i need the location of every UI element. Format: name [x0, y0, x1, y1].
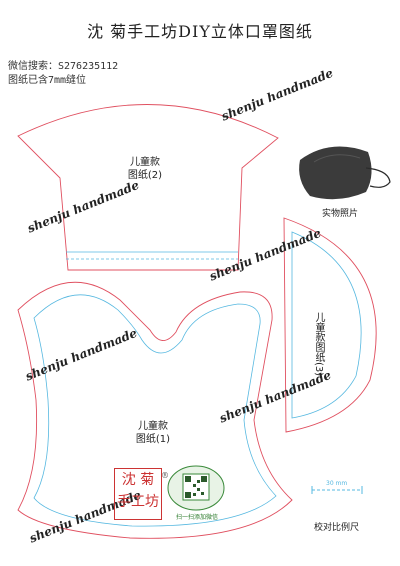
qr-caption: 扫一扫添加微信	[175, 514, 218, 521]
piece1-cut-line	[17, 281, 293, 539]
piece3-cut-line	[283, 217, 377, 433]
photo-caption: 实物照片	[322, 209, 359, 219]
contact-info: 微信搜索：S276235112 图纸已含7mm缝位	[8, 60, 118, 88]
wechat-line: 微信搜索：S276235112	[8, 61, 119, 72]
piece3-label-line1: 儿童款	[313, 312, 324, 342]
scale-value-label: 30 mm	[326, 480, 348, 487]
piece3-label-line2: 图纸(3)	[313, 342, 324, 377]
logo-line2: 手工坊	[117, 494, 159, 510]
wechat-qr-code	[167, 465, 225, 511]
piece2-cut-line	[17, 104, 279, 271]
scale-bar	[311, 486, 363, 494]
piece1-label-line1: 儿童款	[138, 421, 168, 432]
piece1-sew-line	[33, 294, 277, 527]
piece1-label-line2: 图纸(1)	[135, 434, 171, 445]
page-title: 沈 菊手工坊DIY立体口罩图纸	[87, 22, 313, 41]
scale-caption: 校对比例尺	[314, 523, 360, 533]
logo-line1: 沈 菊	[121, 472, 155, 488]
piece2-label-line1: 儿童款	[130, 157, 160, 168]
registered-mark: ®	[161, 471, 169, 480]
brand-logo: ® 沈 菊 手工坊	[114, 468, 169, 520]
mask-photo	[299, 146, 391, 200]
piece2-label-line2: 图纸(2)	[127, 170, 163, 181]
piece1-label: 儿童款 图纸(1)	[128, 420, 178, 446]
piece3-label: 儿童款图纸(3)	[312, 312, 324, 376]
seam-allowance-line: 图纸已含7mm缝位	[8, 75, 87, 86]
piece3-sew-line	[291, 231, 362, 419]
piece2-label: 儿童款 图纸(2)	[120, 156, 170, 182]
